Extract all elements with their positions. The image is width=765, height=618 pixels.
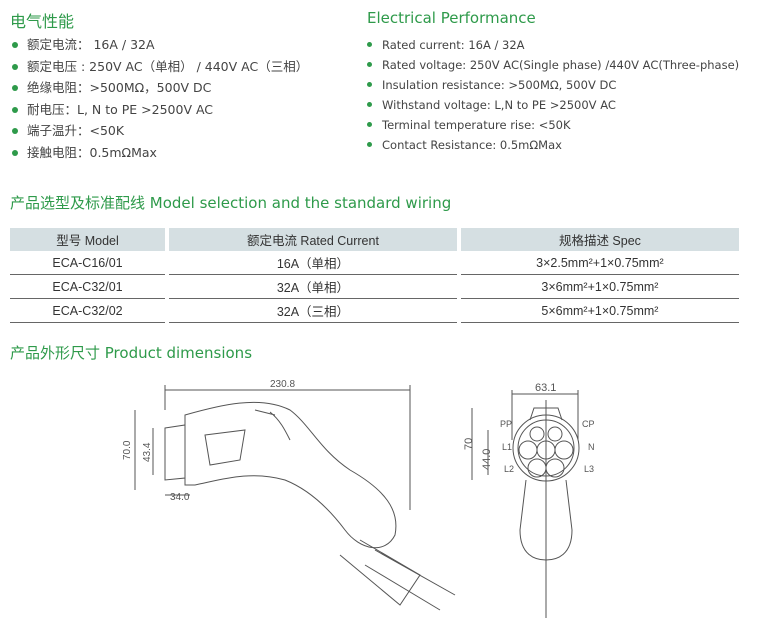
list-item: Withstand voltage: L,N to PE >2500V AC (365, 95, 739, 115)
pin-label: CP (582, 419, 595, 429)
header-model: 型号 Model (10, 228, 166, 251)
list-item: Insulation resistance: >500MΩ, 500V DC (365, 75, 739, 95)
dimensions-title: 产品外形尺寸 Product dimensions (10, 344, 253, 362)
cell-model: ECA-C16/01 (10, 251, 166, 275)
list-item: Rated current: 16A / 32A (365, 35, 739, 55)
pin-label: L2 (504, 464, 514, 474)
bullet-icon (12, 63, 18, 70)
front-view-drawing: 63.1 70 44.0 PP CP L1 N L2 L3 (463, 382, 595, 618)
pin-label: L3 (584, 464, 594, 474)
list-item: Contact Resistance: 0.5mΩMax (365, 135, 739, 155)
dim-width: 63.1 (535, 382, 556, 394)
electrical-zh-list: 额定电流： 16A / 32A 额定电压 : 250V AC（单相） / 440… (10, 34, 308, 163)
cell-current: 32A（三相） (169, 299, 457, 323)
bullet-icon (12, 149, 18, 156)
bullet-icon (12, 128, 18, 134)
list-item: Rated voltage: 250V AC(Single phase) /44… (365, 55, 739, 75)
bullet-icon (367, 102, 372, 107)
electrical-en-list: Rated current: 16A / 32A Rated voltage: … (365, 35, 739, 155)
item-text: Contact Resistance: 0.5mΩMax (382, 138, 562, 152)
item-text: Rated current: 16A / 32A (382, 38, 525, 52)
item-text: 耐电压：L, N to PE >2500V AC (27, 101, 214, 117)
dim-nose: 34.0 (170, 492, 190, 503)
list-item: 额定电压 : 250V AC（单相） / 440V AC（三相） (10, 56, 308, 78)
item-text: 端子温升：<50K (27, 123, 125, 138)
list-item: 端子温升：<50K (10, 120, 308, 142)
bullet-icon (367, 142, 372, 147)
header-current: 额定电流 Rated Current (169, 228, 457, 251)
dim-inner: 43.4 (142, 442, 153, 462)
bullet-icon (367, 122, 372, 127)
item-text: 接触电阻：0.5mΩMax (27, 144, 157, 160)
item-text: 绝缘电阻：>500MΩ，500V DC (27, 80, 212, 95)
list-item: 绝缘电阻：>500MΩ，500V DC (10, 77, 308, 99)
cell-spec: 3×6mm²+1×0.75mm² (460, 275, 739, 299)
item-text: Rated voltage: 250V AC(Single phase) /44… (382, 58, 740, 72)
dim-front-inner: 44.0 (481, 449, 493, 470)
cell-model: ECA-C32/01 (10, 275, 166, 299)
pin-label: L1 (502, 442, 512, 452)
item-text: Insulation resistance: >500MΩ, 500V DC (382, 78, 617, 92)
list-item: 额定电流： 16A / 32A (10, 34, 308, 56)
bullet-icon (12, 106, 18, 113)
pin-label: N (588, 442, 595, 452)
list-item: 耐电压：L, N to PE >2500V AC (10, 99, 308, 121)
item-text: Withstand voltage: L,N to PE >2500V AC (382, 98, 616, 112)
cell-current: 32A（单相） (169, 275, 457, 299)
electrical-en-title: Electrical Performance (367, 9, 536, 27)
bullet-icon (367, 62, 372, 67)
dim-height: 70.0 (122, 440, 133, 460)
item-text: Terminal temperature rise: <50K (382, 118, 571, 132)
dim-front-height: 70 (463, 438, 475, 450)
cell-spec: 5×6mm²+1×0.75mm² (460, 299, 739, 323)
electrical-zh-title: 电气性能 (10, 12, 75, 31)
cell-current: 16A（单相） (169, 251, 457, 275)
list-item: 接触电阻：0.5mΩMax (10, 142, 308, 164)
cell-spec: 3×2.5mm²+1×0.75mm² (460, 251, 739, 275)
item-text: 额定电流： 16A / 32A (27, 37, 155, 52)
model-section-title: 产品选型及标准配线 Model selection and the standa… (10, 194, 452, 212)
bullet-icon (367, 82, 372, 87)
side-view-drawing: 230.8 70.0 43.4 34.0 (122, 379, 456, 611)
bullet-icon (12, 42, 18, 48)
dim-length: 230.8 (270, 379, 295, 390)
bullet-icon (367, 42, 372, 47)
list-item: Terminal temperature rise: <50K (365, 115, 739, 135)
item-text: 额定电压 : 250V AC（单相） / 440V AC（三相） (27, 58, 309, 74)
pin-label: PP (500, 419, 512, 429)
bullet-icon (12, 85, 18, 91)
cell-model: ECA-C32/02 (10, 299, 166, 323)
header-spec: 规格描述 Spec (460, 228, 739, 251)
